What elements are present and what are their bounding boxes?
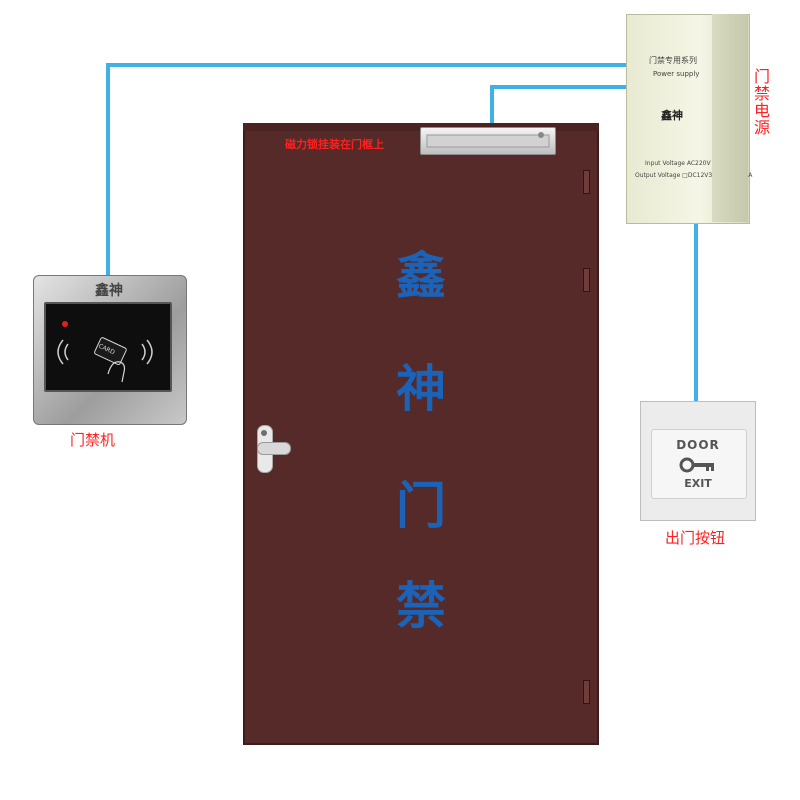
exit-button-door-text: DOOR	[651, 438, 745, 452]
key-icon	[679, 457, 719, 473]
wire-exit-vertical	[694, 222, 698, 402]
psu-series-text: 门禁专用系列	[649, 55, 697, 66]
exit-button-label: 出门按钮	[665, 527, 725, 548]
door-char-1: 鑫	[243, 248, 599, 304]
hinge-bottom	[583, 680, 590, 704]
door-char-3: 门	[243, 478, 599, 534]
door-char-4: 禁	[243, 578, 599, 634]
door: 鑫 神 门 禁	[243, 123, 599, 745]
psu-subtitle: Power supply	[653, 70, 699, 78]
hinge-top	[583, 170, 590, 194]
reader-panel: CARD	[44, 302, 172, 392]
psu-brand: 鑫神	[661, 107, 683, 123]
keyhole-icon	[261, 430, 267, 436]
psu-input-spec: Input Voltage AC220V	[645, 160, 711, 167]
exit-button-exit-text: EXIT	[651, 477, 745, 490]
door-char-2: 神	[243, 361, 599, 417]
wire-reader-horizontal	[106, 63, 634, 67]
magnetic-lock	[420, 127, 556, 155]
wire-reader-vertical	[106, 63, 110, 278]
door-handle[interactable]	[257, 442, 291, 455]
card-reader-label: 门禁机	[70, 429, 115, 450]
maglock-label: 磁力锁挂装在门框上	[285, 136, 384, 152]
reader-led-icon	[62, 321, 68, 327]
power-supply-side	[712, 14, 748, 222]
wire-lock-horizontal	[490, 85, 634, 89]
power-supply-label: 门禁电源	[754, 68, 770, 136]
hinge-middle	[583, 268, 590, 292]
reader-brand: 鑫神	[33, 280, 185, 300]
